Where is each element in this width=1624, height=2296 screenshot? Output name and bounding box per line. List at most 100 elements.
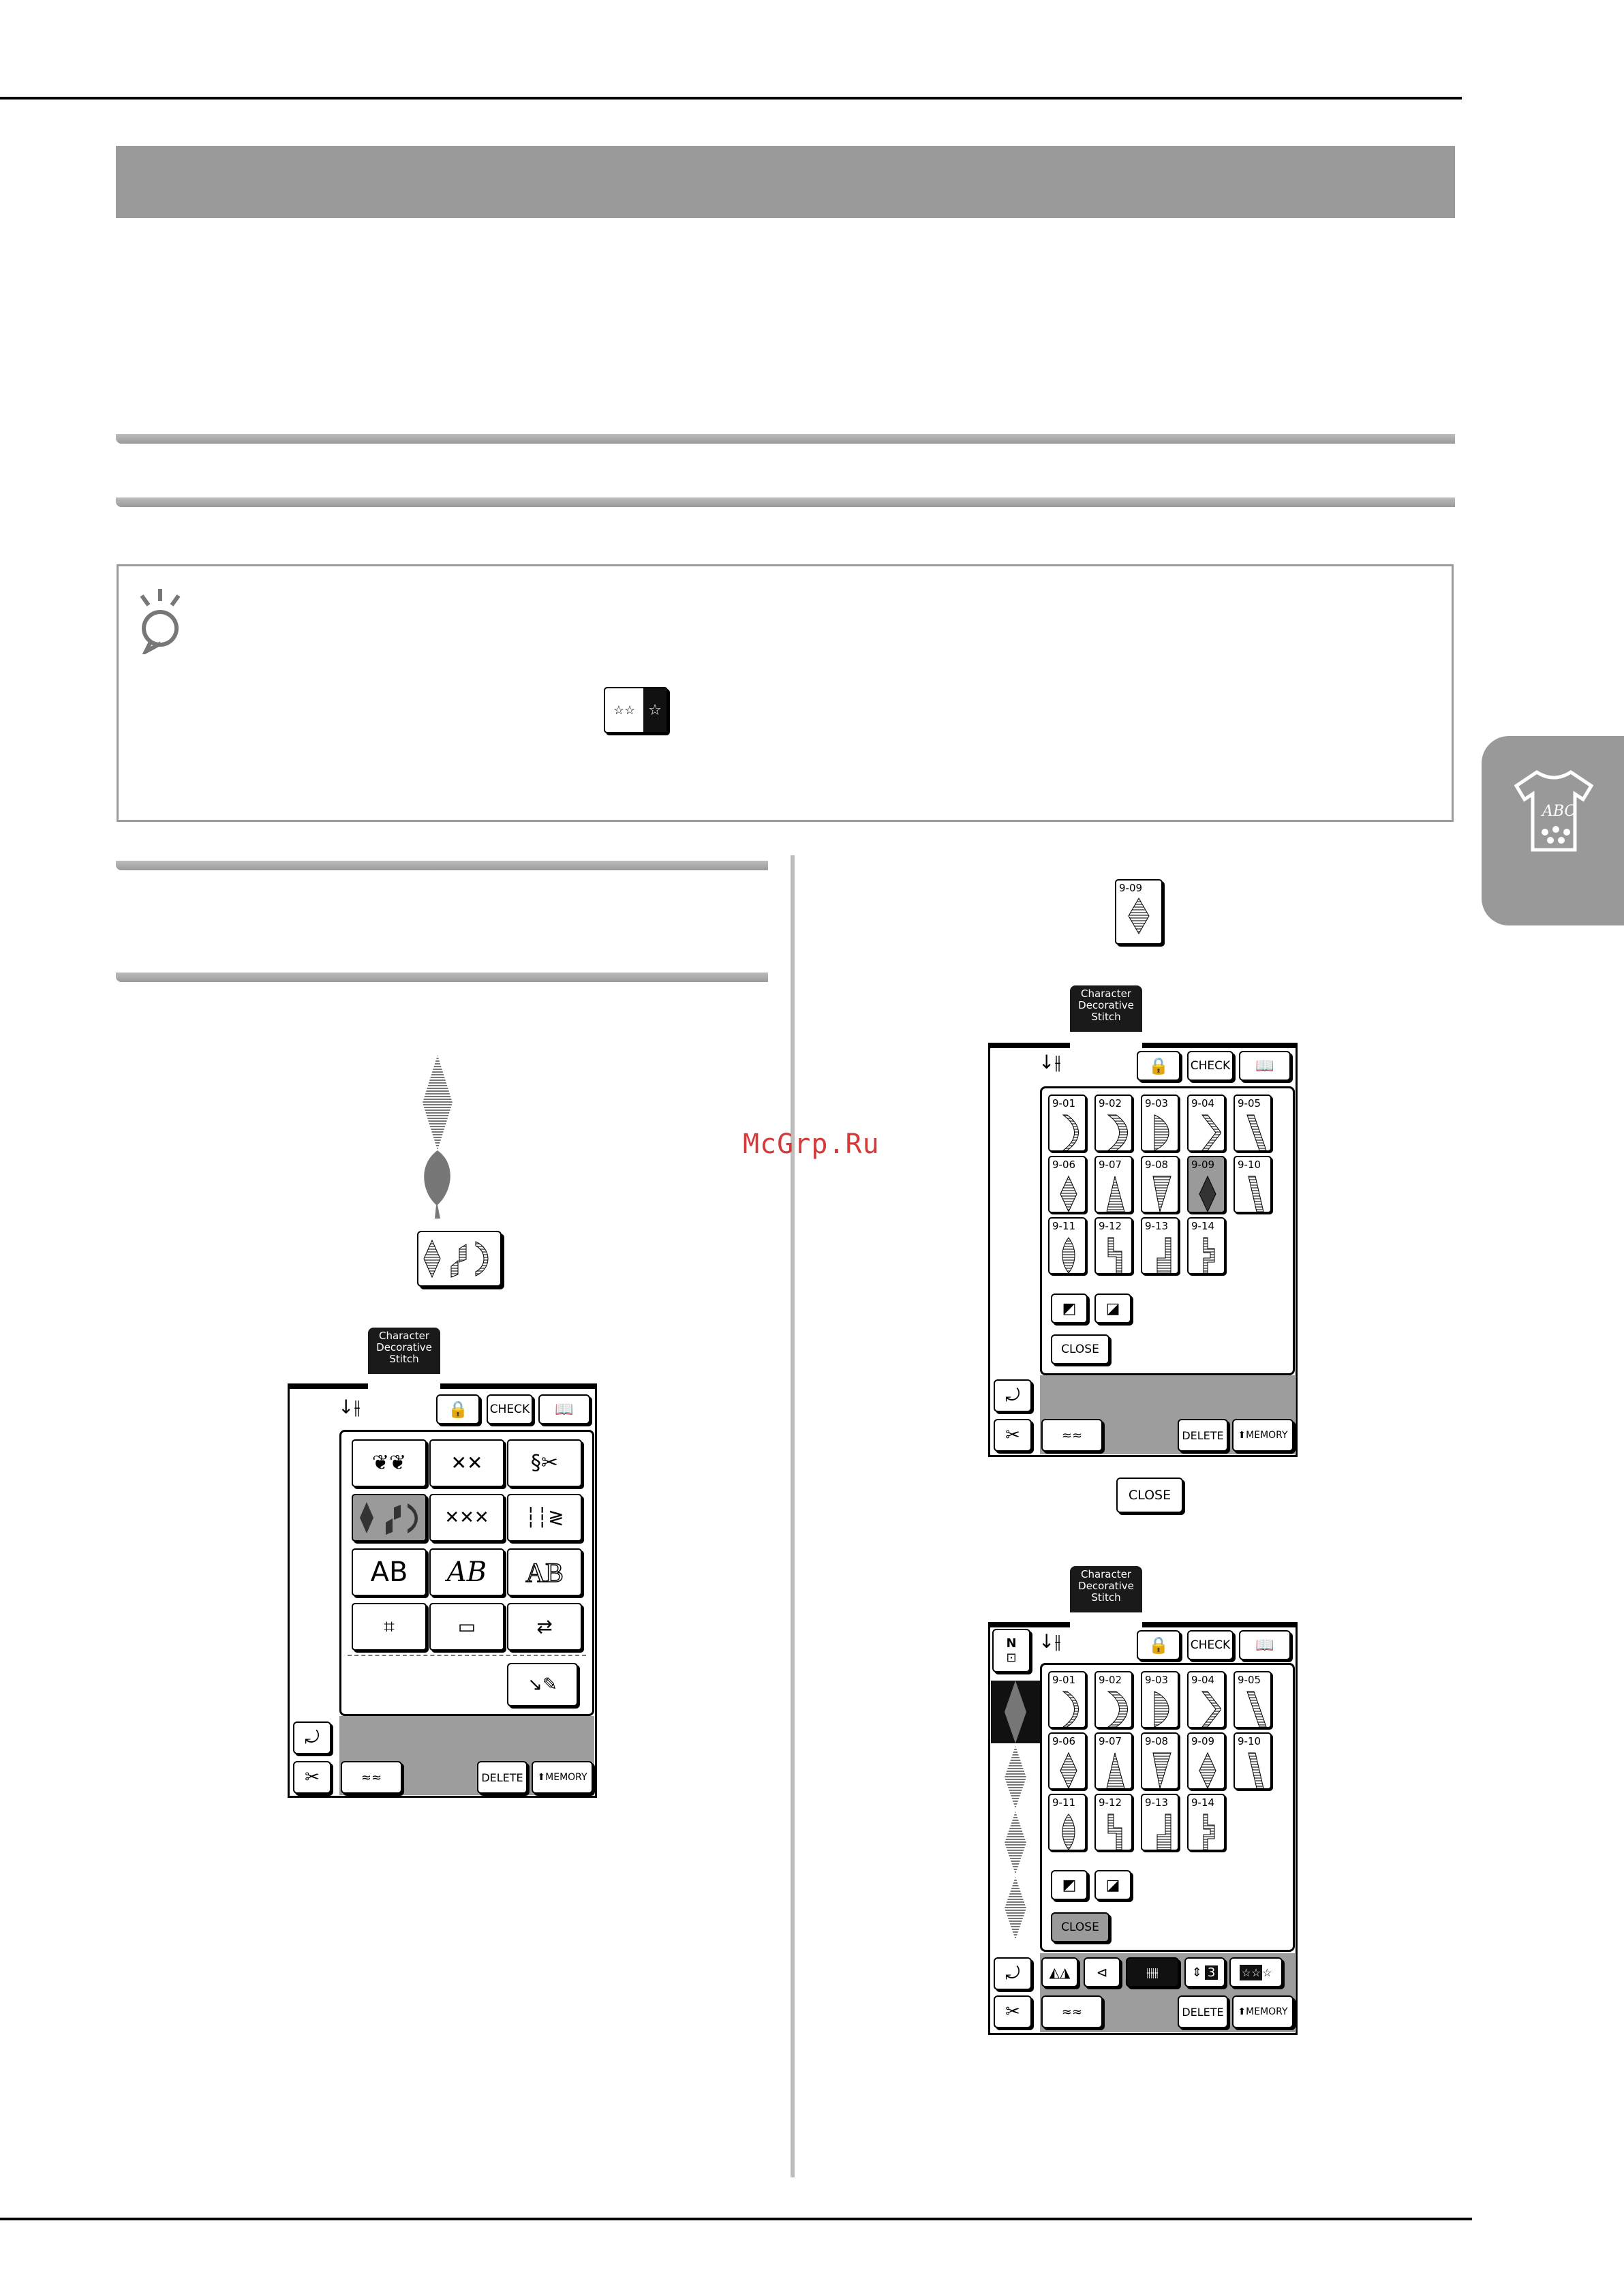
category-cross-button[interactable]: ✕✕ <box>429 1439 504 1487</box>
screen1-memory-button[interactable]: ⬆MEMORY <box>532 1761 593 1794</box>
screen2-reverse-button[interactable]: ⤾ <box>994 1379 1032 1412</box>
screen3-stitch-9-06[interactable]: 9-06 <box>1048 1732 1086 1790</box>
screen2-prev-page-button[interactable]: ◩ <box>1051 1294 1088 1323</box>
screen3-stitch-9-12[interactable]: 9-12 <box>1094 1794 1133 1851</box>
screen2-left-strip <box>988 1043 1037 1375</box>
screen2-scissors-button[interactable]: ✂ <box>994 1419 1032 1452</box>
stitch-pattern-icon <box>1107 1114 1128 1151</box>
category-my-custom-stitch-button[interactable]: ⌗ <box>352 1603 427 1651</box>
screen1-check-button[interactable]: CHECK <box>487 1394 533 1424</box>
stitch-number-label: 9-07 <box>1099 1735 1122 1747</box>
category-alphabet-block-button[interactable]: AB <box>352 1548 427 1596</box>
screen2-memory-button[interactable]: ⬆MEMORY <box>1232 1419 1293 1452</box>
screen3-scissors-button[interactable]: ✂ <box>994 1995 1032 2028</box>
screen3-close-button[interactable]: CLOSE <box>1051 1912 1109 1942</box>
screen2-stitch-9-03[interactable]: 9-03 <box>1141 1095 1179 1152</box>
screen2-stitch-9-11[interactable]: 9-11 <box>1048 1217 1086 1274</box>
stitch-number-label: 9-12 <box>1099 1220 1122 1232</box>
screen2-stitch-9-08[interactable]: 9-08 <box>1141 1156 1179 1213</box>
screen1-manual-button[interactable]: 📖 <box>538 1394 590 1424</box>
screen2-stitch-9-04[interactable]: 9-04 <box>1187 1095 1225 1152</box>
category-ornament-button[interactable]: ❦❦ <box>352 1439 427 1487</box>
screen2-stitch-9-12[interactable]: 9-12 <box>1094 1217 1133 1274</box>
screen2-manual-button[interactable]: 📖 <box>1239 1051 1291 1081</box>
screen3-stitch-9-01[interactable]: 9-01 <box>1048 1671 1086 1728</box>
stitch-pattern-icon <box>1106 1176 1125 1212</box>
screen3-stitch-9-04[interactable]: 9-04 <box>1187 1671 1225 1728</box>
screen2-stitch-9-10[interactable]: 9-10 <box>1234 1156 1272 1213</box>
category-applique-button[interactable]: §✂ <box>507 1439 582 1487</box>
screen1-reverse-button[interactable]: ⤾ <box>293 1721 331 1754</box>
screen3-presser-foot-icon: N⊡ <box>992 1629 1030 1672</box>
screen1-stitch-preview-button[interactable]: ≈≈ <box>341 1761 402 1794</box>
screen3-stitch-9-10[interactable]: 9-10 <box>1234 1732 1272 1790</box>
stitch-number-label: 9-01 <box>1052 1097 1076 1109</box>
stitch-pattern-icon <box>1203 1813 1215 1850</box>
memory-icon: ⬆ <box>1238 1430 1246 1441</box>
screen3-needle-icon: ↓⫲ <box>1039 1630 1061 1653</box>
screen3-stitch-9-09[interactable]: 9-09 <box>1187 1732 1225 1790</box>
screen3-star-button[interactable]: ☆☆☆ <box>1229 1957 1283 1987</box>
screen3-memory-button[interactable]: ⬆MEMORY <box>1232 1995 1293 2028</box>
screen3-twin-needle-button[interactable]: ⫲⫲⫲ <box>1126 1957 1179 1987</box>
screen3-stitch-9-03[interactable]: 9-03 <box>1141 1671 1179 1728</box>
category-utility-button[interactable]: ┆┆≷ <box>507 1494 582 1542</box>
screen2-stitch-9-07[interactable]: 9-07 <box>1094 1156 1133 1213</box>
category-alphabet-script-button[interactable]: AB <box>429 1548 504 1596</box>
screen2-stitch-preview-button[interactable]: ≈≈ <box>1041 1419 1103 1452</box>
screen2-stitch-9-13[interactable]: 9-13 <box>1141 1217 1179 1274</box>
screen3-stitch-9-05[interactable]: 9-05 <box>1234 1671 1272 1728</box>
screen3-rotate-button[interactable]: ⊲ <box>1084 1957 1120 1987</box>
screen2-lock-button[interactable]: 🔒 <box>1137 1051 1180 1081</box>
screen2-next-page-button[interactable]: ◪ <box>1094 1294 1131 1323</box>
screen1-edit-button[interactable]: ↘✎ <box>507 1663 578 1706</box>
stitch-number-label: 9-09 <box>1191 1159 1215 1171</box>
stitch-pattern-icon <box>1062 1813 1075 1850</box>
tshirt-abc: ABC <box>1541 803 1576 820</box>
screen3-manual-button[interactable]: 📖 <box>1239 1630 1291 1660</box>
screen3-stitch-9-07[interactable]: 9-07 <box>1094 1732 1133 1790</box>
screen1-delete-button[interactable]: DELETE <box>477 1761 527 1794</box>
screen3-stitch-preview-button[interactable]: ≈≈ <box>1041 1995 1103 2028</box>
stitch-pattern-icon <box>1152 1752 1171 1789</box>
screen3-next-page-button[interactable]: ◪ <box>1094 1870 1131 1900</box>
screen2-stitch-9-05[interactable]: 9-05 <box>1234 1095 1272 1152</box>
screen2-stitch-9-06[interactable]: 9-06 <box>1048 1156 1086 1213</box>
screen3-check-button[interactable]: CHECK <box>1187 1630 1234 1660</box>
tshirt-icon: ABC <box>1514 770 1594 852</box>
screen2-stitch-9-09[interactable]: 9-09 <box>1187 1156 1225 1213</box>
category-decorative-button[interactable] <box>352 1494 427 1542</box>
category-alphabet-outline-button[interactable]: AB <box>507 1548 582 1596</box>
memory-icon: ⬆ <box>537 1772 546 1783</box>
stitch-number-label: 9-06 <box>1052 1735 1076 1747</box>
screen2-stitch-9-01[interactable]: 9-01 <box>1048 1095 1086 1152</box>
left-step-rule-bottom <box>116 973 768 982</box>
screen2-needle-icon: ↓⫲ <box>1039 1051 1061 1073</box>
screen2-stitch-9-02[interactable]: 9-02 <box>1094 1095 1133 1152</box>
category-usb-button[interactable]: ⇄ <box>507 1603 582 1651</box>
column-divider <box>791 855 795 2177</box>
selected-stitch-key: 9-09 <box>1115 879 1163 945</box>
screen3-stitch-9-13[interactable]: 9-13 <box>1141 1794 1179 1851</box>
screen3-lock-button[interactable]: 🔒 <box>1137 1630 1180 1660</box>
screen3-mirror-button[interactable]: ◭◮ <box>1041 1957 1078 1987</box>
stitch-pattern-icon <box>1060 1751 1077 1790</box>
screen3-stitch-9-08[interactable]: 9-08 <box>1141 1732 1179 1790</box>
screen1-lock-button[interactable]: 🔒 <box>436 1394 480 1424</box>
screen3-prev-page-button[interactable]: ◩ <box>1051 1870 1088 1900</box>
screen2-close-button[interactable]: CLOSE <box>1051 1334 1109 1364</box>
screen3-stitch-9-02[interactable]: 9-02 <box>1094 1671 1133 1728</box>
screen2-check-button[interactable]: CHECK <box>1187 1051 1234 1081</box>
screen3-delete-button[interactable]: DELETE <box>1178 1995 1228 2028</box>
screen1-scissors-button[interactable]: ✂ <box>293 1761 331 1794</box>
bottom-rule <box>0 2218 1472 2220</box>
category-pocket-button[interactable]: ▭ <box>429 1603 504 1651</box>
screen3-stitch-9-11[interactable]: 9-11 <box>1048 1794 1086 1851</box>
screen3-stitch-9-14[interactable]: 9-14 <box>1187 1794 1225 1851</box>
screen2-stitch-9-14[interactable]: 9-14 <box>1187 1217 1225 1274</box>
screen2-delete-button[interactable]: DELETE <box>1178 1419 1228 1452</box>
category-cross-stitch-button[interactable]: ✕✕✕ <box>429 1494 504 1542</box>
screen3-size-button[interactable]: ⇕3 <box>1184 1957 1225 1987</box>
stitch-pattern-icon <box>1154 1114 1169 1151</box>
screen3-reverse-button[interactable]: ⤾ <box>994 1957 1032 1990</box>
